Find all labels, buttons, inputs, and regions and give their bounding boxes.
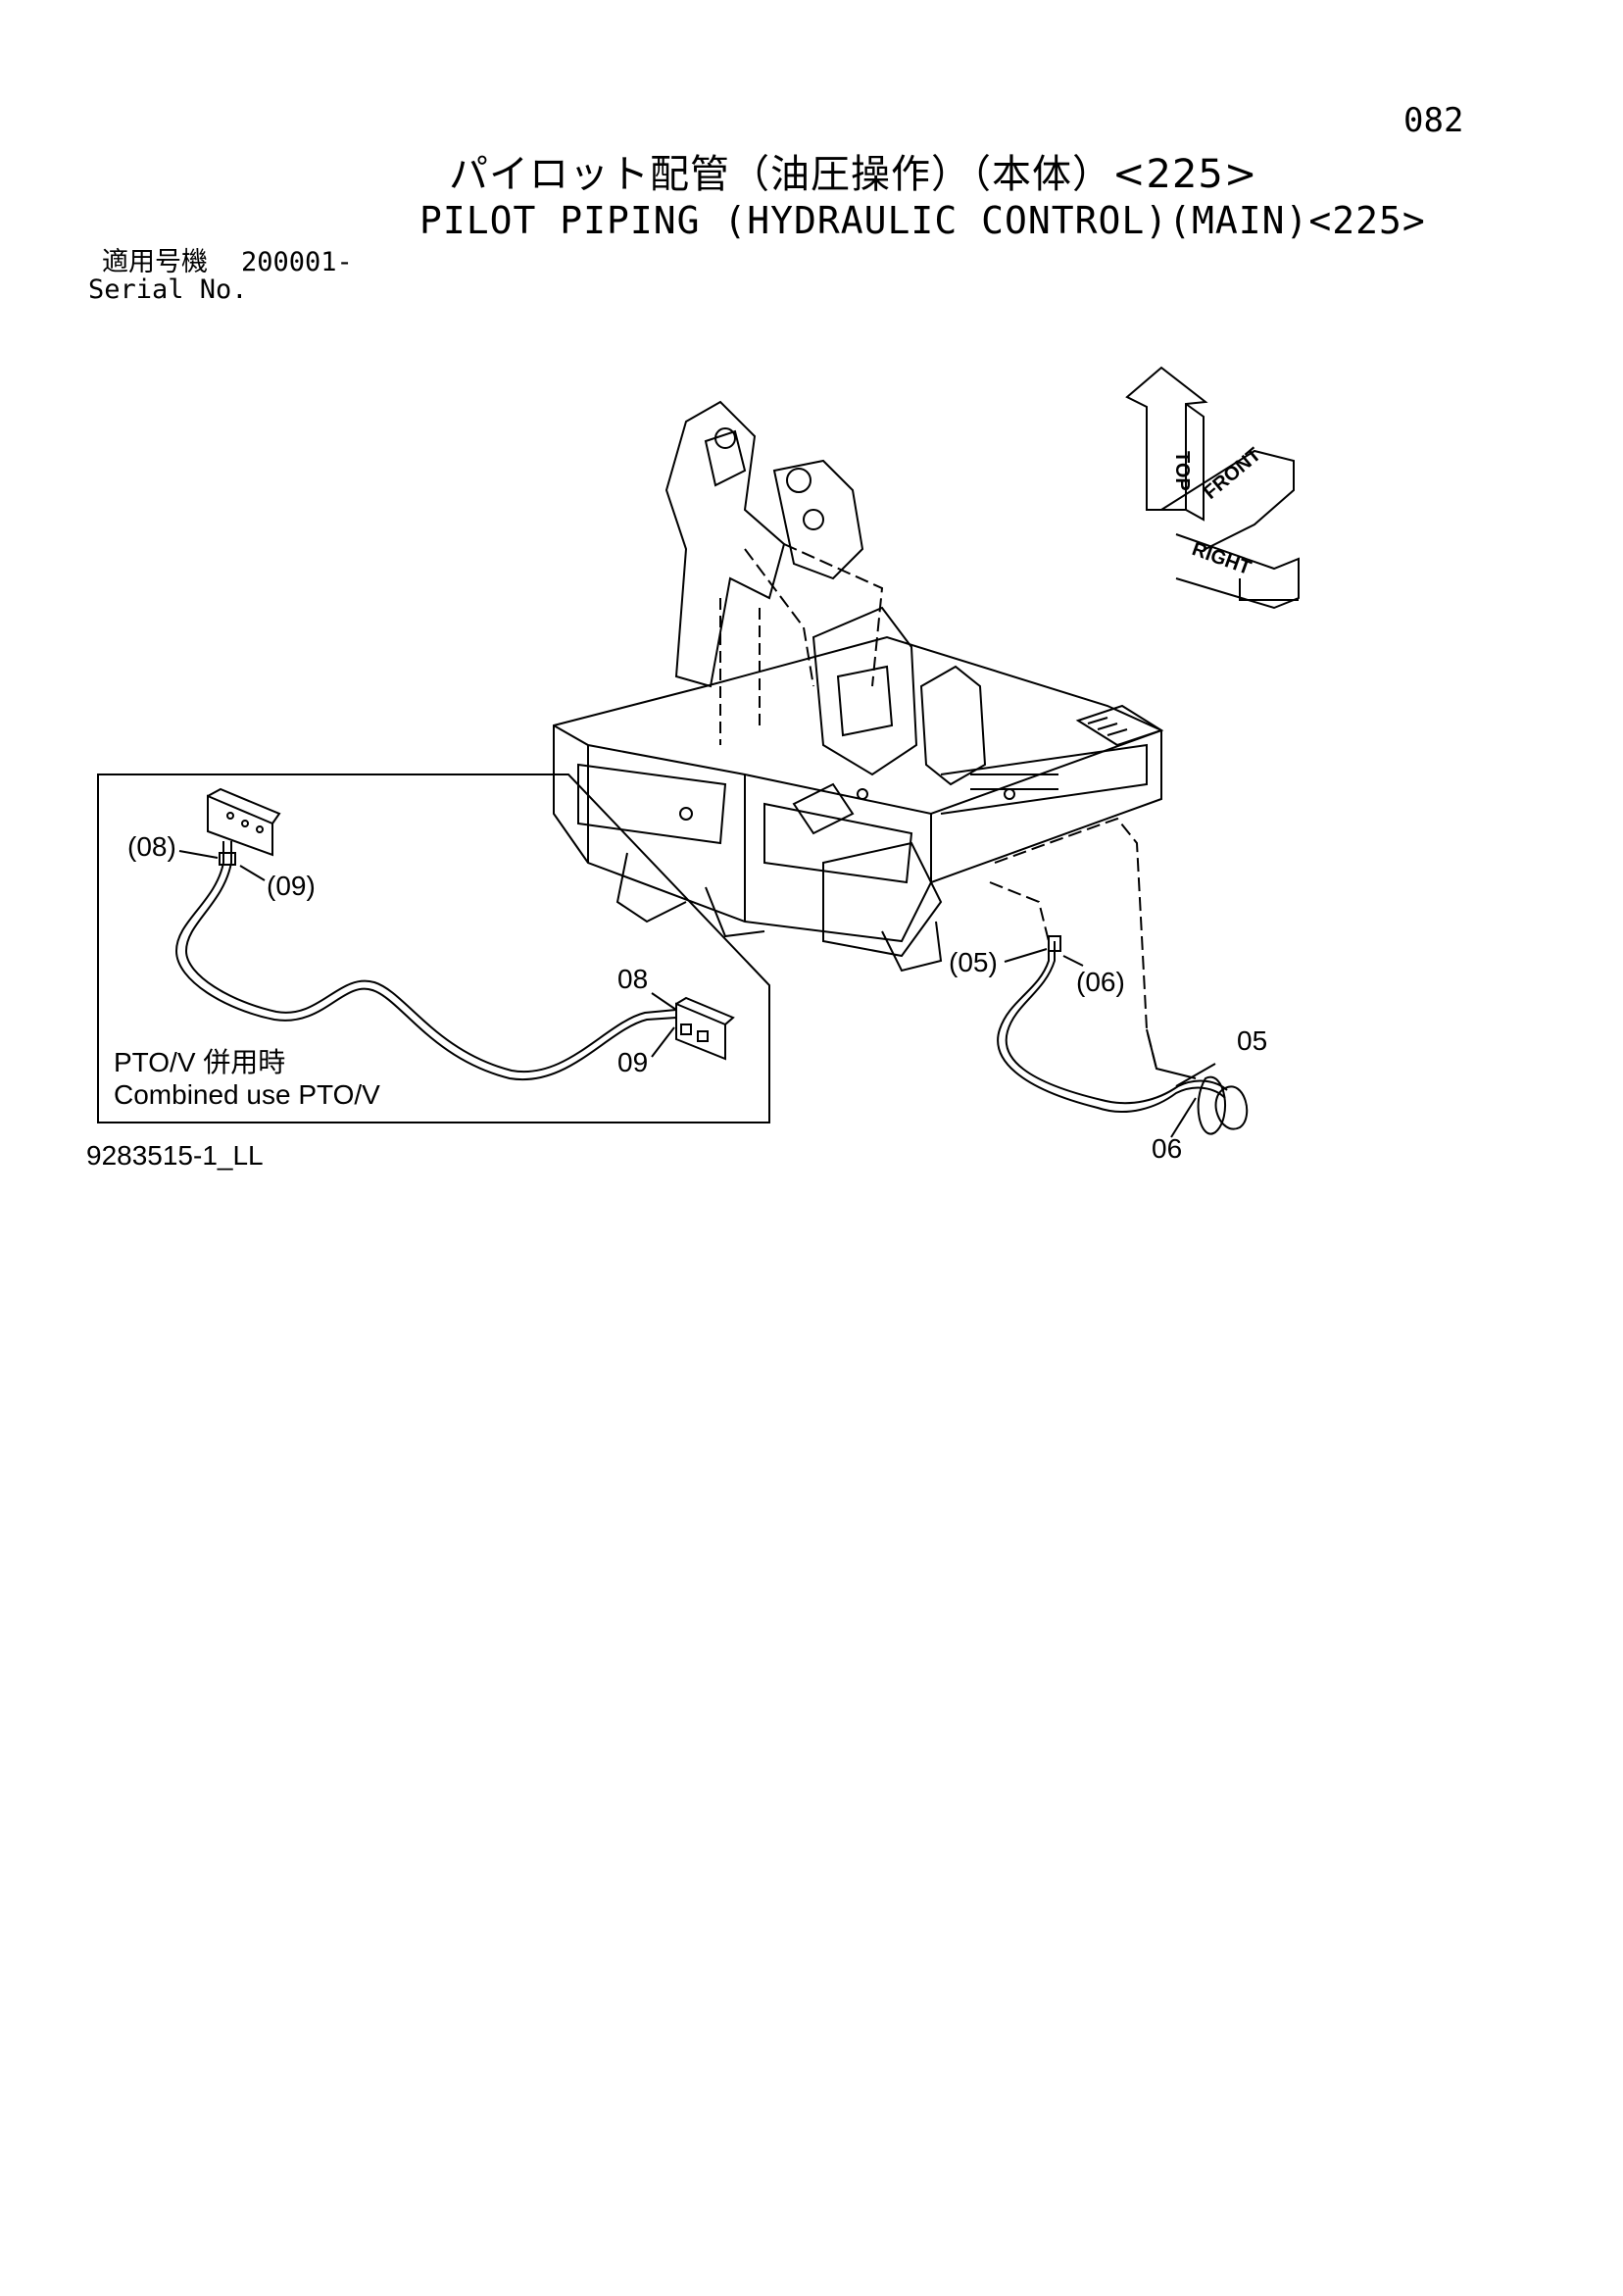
orientation-front-label: FRONT xyxy=(1200,444,1265,504)
serial-label-english: Serial No. xyxy=(88,275,248,305)
inset-caption-english: Combined use PTO/V xyxy=(114,1079,380,1110)
drawing-number: 9283515-1_LL xyxy=(86,1140,264,1171)
main-pilot-hoses xyxy=(997,935,1249,1135)
inset-detail-box xyxy=(97,774,770,1123)
serial-label-japanese: 適用号機 xyxy=(102,247,208,277)
inset-callout-09: 09 xyxy=(617,1047,649,1077)
main-callout-05: 05 xyxy=(1237,1025,1268,1056)
orientation-indicator xyxy=(1125,366,1300,610)
orientation-top-label: TOP xyxy=(1171,451,1193,491)
inset-caption-japanese: PTO/V 併用時 xyxy=(114,1047,286,1077)
machine-frame-illustration xyxy=(553,400,1164,1070)
main-leader-lines xyxy=(1004,948,1216,1138)
inset-callout-08: 08 xyxy=(617,964,649,994)
page-number: 082 xyxy=(1403,101,1464,140)
page-title-english: PILOT PIPING (HYDRAULIC CONTROL)(MAIN)<2… xyxy=(419,199,1426,242)
main-callout-06-paren: (06) xyxy=(1076,967,1125,997)
main-callout-05-paren: (05) xyxy=(949,947,998,977)
inset-callout-08-paren: (08) xyxy=(127,831,176,862)
main-callout-06: 06 xyxy=(1152,1133,1183,1164)
orientation-right-label: RIGHT xyxy=(1189,538,1254,579)
page-title-japanese: パイロット配管（油圧操作）（本体）<225> xyxy=(449,152,1258,197)
inset-callout-09-paren: (09) xyxy=(267,871,316,901)
serial-value: 200001- xyxy=(241,247,353,277)
